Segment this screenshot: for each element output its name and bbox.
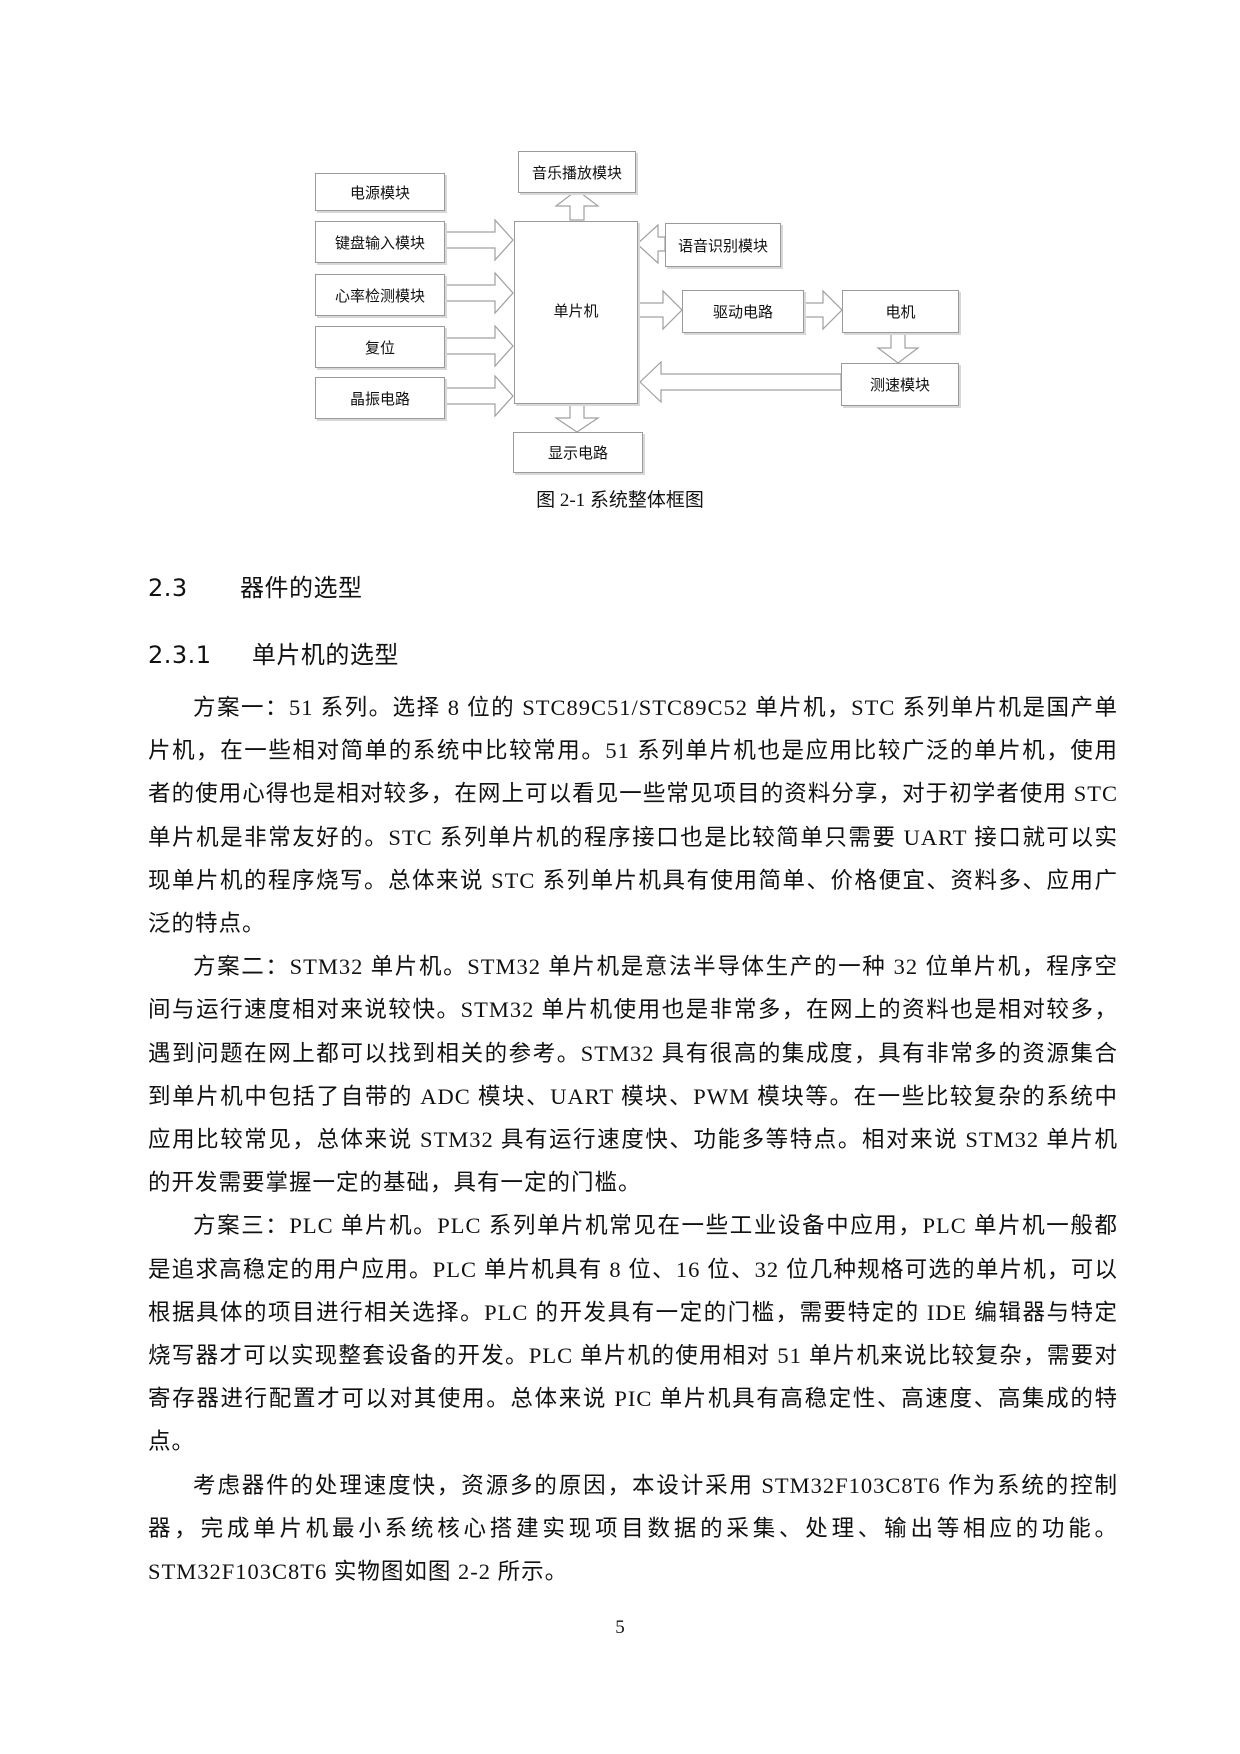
subsection-title: 单片机的选型 — [251, 641, 399, 669]
arrow-mcu-to-driver — [636, 289, 683, 331]
block-music: 音乐播放模块 — [518, 151, 636, 193]
paragraph-option-3: 方案三：PLC 单片机。PLC 系列单片机常见在一些工业设备中应用，PLC 单片… — [148, 1213, 1118, 1455]
arrow-driver-to-motor — [801, 289, 843, 331]
arrow-crystal-to-mcu — [442, 374, 514, 418]
arrow-mcu-to-display — [554, 403, 600, 433]
arrow-mcu-to-music — [554, 189, 600, 221]
arrow-voice-to-mcu — [636, 223, 666, 265]
block-voice-recognition: 语音识别模块 — [665, 223, 781, 267]
block-motor: 电机 — [842, 290, 959, 333]
block-reset: 复位 — [315, 326, 445, 368]
section-number: 2.3 — [148, 574, 188, 602]
block-mcu: 单片机 — [514, 221, 638, 404]
block-keyboard-input: 键盘输入模块 — [315, 221, 445, 263]
subsection-heading: 2.3.1 单片机的选型 — [148, 635, 399, 670]
section-heading: 2.3 器件的选型 — [148, 568, 362, 603]
block-driver: 驱动电路 — [682, 290, 804, 333]
block-display: 显示电路 — [513, 432, 643, 473]
arrow-heart-to-mcu — [442, 271, 514, 315]
diagram-arrows — [442, 189, 920, 433]
arrow-motor-to-speed — [876, 332, 920, 364]
block-speed: 测速模块 — [841, 363, 959, 406]
arrow-speed-to-mcu — [639, 360, 842, 404]
paragraph-conclusion: 考虑器件的处理速度快，资源多的原因，本设计采用 STM32F103C8T6 作为… — [148, 1472, 1118, 1585]
arrow-keyboard-to-mcu — [442, 218, 514, 262]
body-text: 方案一：51 系列。选择 8 位的 STC89C51/STC89C52 单片机，… — [148, 686, 1118, 1593]
system-block-diagram: 电源模块 键盘输入模块 心率检测模块 复位 晶振电路 单片机 音乐播放模块 显示… — [0, 0, 1240, 520]
block-heart-rate: 心率检测模块 — [315, 274, 445, 316]
block-crystal: 晶振电路 — [315, 377, 445, 419]
paragraph-option-1: 方案一：51 系列。选择 8 位的 STC89C51/STC89C52 单片机，… — [148, 695, 1118, 937]
section-title: 器件的选型 — [239, 574, 363, 602]
arrow-reset-to-mcu — [442, 324, 514, 368]
figure-caption: 图 2-1 系统整体框图 — [536, 490, 704, 511]
paragraph-option-2: 方案二：STM32 单片机。STM32 单片机是意法半导体生产的一种 32 位单… — [148, 954, 1118, 1196]
page-number: 5 — [615, 1617, 625, 1638]
block-power: 电源模块 — [315, 173, 445, 211]
subsection-number: 2.3.1 — [148, 641, 212, 669]
